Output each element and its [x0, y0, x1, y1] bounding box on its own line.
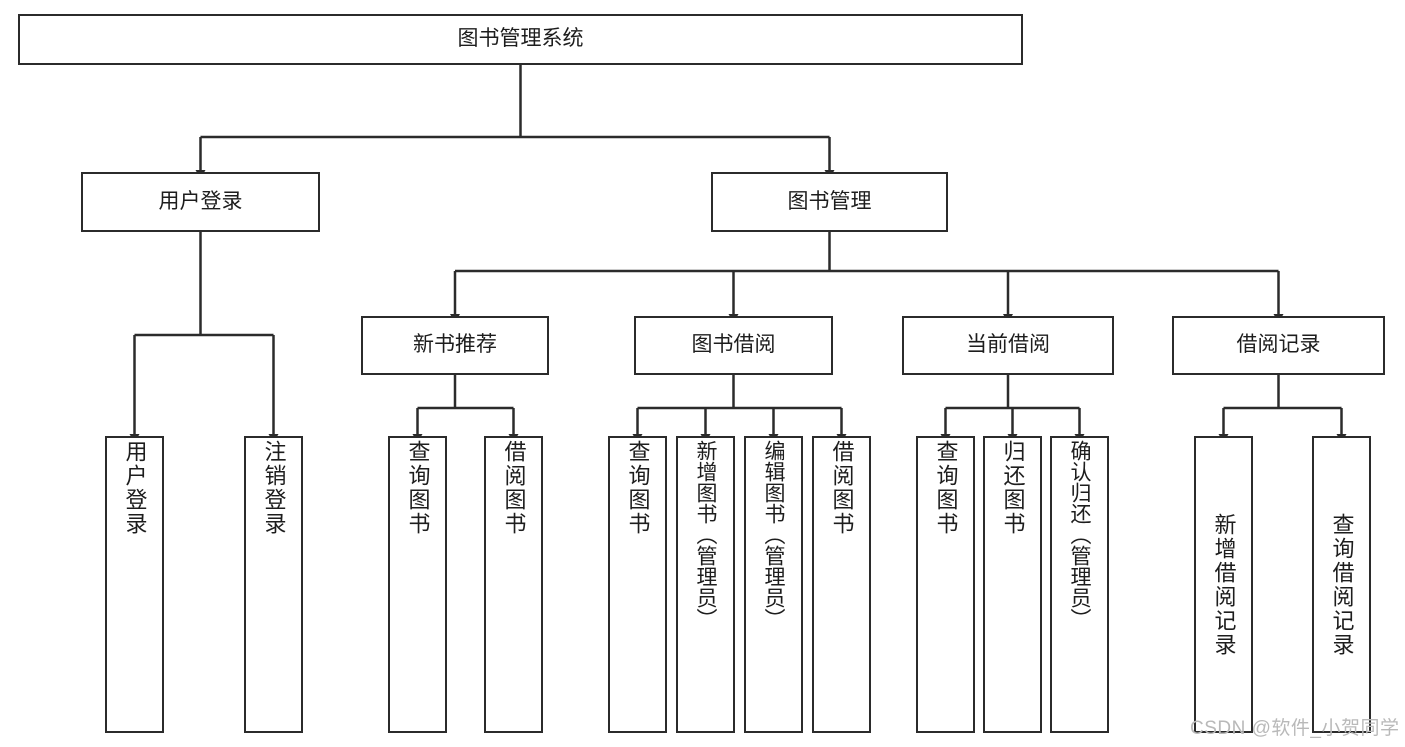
node-new-book-rec: 新书推荐	[361, 316, 549, 375]
node-leaf-query-book-3: 查询图书	[916, 436, 975, 733]
node-leaf-borrow-book-1: 借阅图书	[484, 436, 543, 733]
node-leaf-query-record: 查询借阅记录	[1312, 436, 1371, 733]
node-label-borrow-record: 借阅记录	[1236, 333, 1321, 357]
node-book-borrow: 图书借阅	[634, 316, 833, 375]
node-leaf-confirm-return: 确认归还（管理员）	[1050, 436, 1109, 733]
node-label-leaf-query-book-3: 查询图书	[933, 440, 959, 536]
node-label-current-borrow: 当前借阅	[966, 333, 1050, 357]
node-label-leaf-query-book-2: 查询图书	[625, 440, 651, 536]
node-label-leaf-edit-book: 编辑图书（管理员）	[762, 440, 785, 629]
node-label-leaf-borrow-book-1: 借阅图书	[501, 440, 527, 536]
node-label-root: 图书管理系统	[457, 27, 584, 51]
node-label-book-borrow: 图书借阅	[691, 333, 776, 357]
node-label-new-book-rec: 新书推荐	[413, 333, 497, 357]
node-current-borrow: 当前借阅	[902, 316, 1114, 375]
node-leaf-borrow-book-2: 借阅图书	[812, 436, 871, 733]
node-user-login: 用户登录	[81, 172, 320, 232]
node-label-leaf-add-record: 新增借阅记录	[1211, 512, 1237, 657]
node-leaf-add-record: 新增借阅记录	[1194, 436, 1253, 733]
node-label-leaf-query-record: 查询借阅记录	[1329, 512, 1355, 657]
node-label-leaf-user-logout: 注销登录	[261, 440, 287, 536]
node-label-leaf-add-book: 新增图书（管理员）	[694, 440, 717, 629]
connector-layer	[129, 65, 1347, 443]
node-leaf-edit-book: 编辑图书（管理员）	[744, 436, 803, 733]
node-leaf-user-logout: 注销登录	[244, 436, 303, 733]
node-label-leaf-return-book: 归还图书	[1000, 440, 1026, 536]
node-leaf-user-login: 用户登录	[105, 436, 164, 733]
node-leaf-query-book-1: 查询图书	[388, 436, 447, 733]
node-book-manage: 图书管理	[711, 172, 948, 232]
node-label-leaf-user-login: 用户登录	[122, 440, 148, 536]
node-leaf-query-book-2: 查询图书	[608, 436, 667, 733]
node-label-book-manage: 图书管理	[787, 189, 872, 213]
node-label-user-login: 用户登录	[158, 189, 243, 213]
node-root: 图书管理系统	[18, 14, 1023, 65]
node-leaf-return-book: 归还图书	[983, 436, 1042, 733]
node-label-leaf-confirm-return: 确认归还（管理员）	[1068, 440, 1091, 629]
node-label-leaf-query-book-1: 查询图书	[405, 440, 431, 536]
node-leaf-add-book: 新增图书（管理员）	[676, 436, 735, 733]
node-label-leaf-borrow-book-2: 借阅图书	[829, 440, 855, 536]
csdn-watermark: CSDN @软件_小贺同学	[1190, 718, 1400, 739]
node-borrow-record: 借阅记录	[1172, 316, 1385, 375]
